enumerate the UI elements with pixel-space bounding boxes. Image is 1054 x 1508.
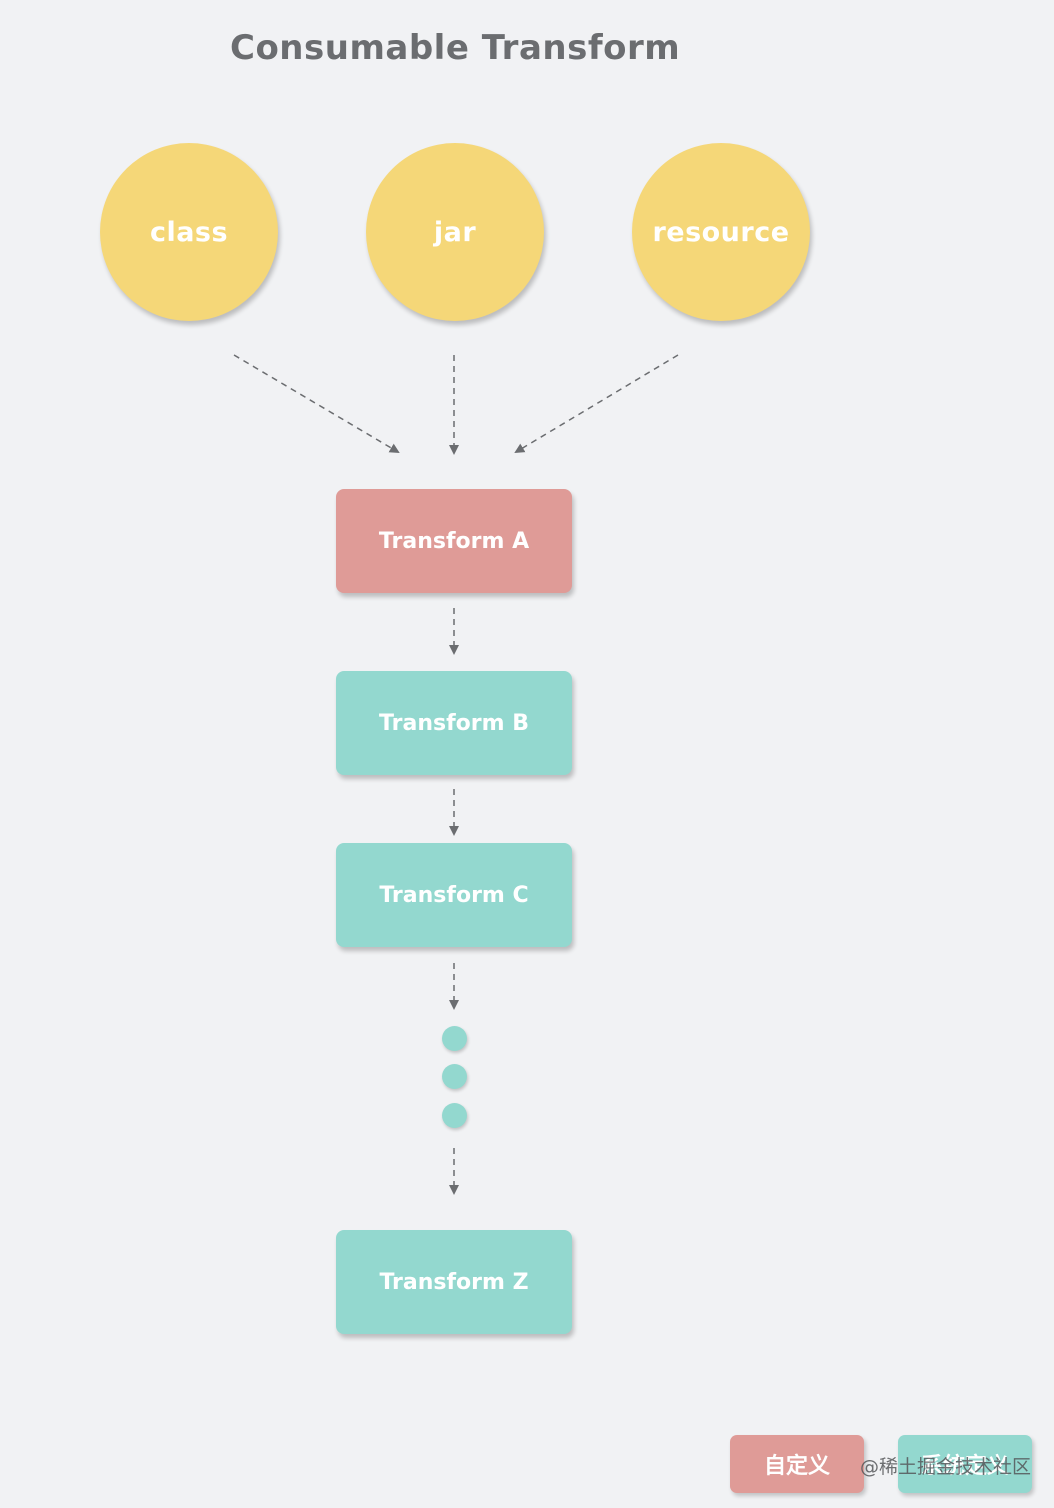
arrow-resource-to-a [514, 354, 679, 454]
legend-custom-chip: 自定义 [730, 1435, 864, 1493]
input-class-circle: class [100, 143, 278, 321]
ellipsis-dot [442, 1026, 467, 1051]
transform-c-box: Transform C [336, 843, 572, 947]
transform-b-box: Transform B [336, 671, 572, 775]
arrow-class-to-a [233, 354, 400, 454]
transform-a-box: Transform A [336, 489, 572, 593]
input-resource-circle: resource [632, 143, 810, 321]
transform-z-box: Transform Z [336, 1230, 572, 1334]
input-jar-circle: jar [366, 143, 544, 321]
ellipsis-dot [442, 1103, 467, 1128]
legend-system-chip: 系统定义 [898, 1435, 1032, 1493]
diagram-title: Consumable Transform [230, 28, 681, 68]
watermark-text: @稀土掘金技术社区 [860, 1456, 1032, 1478]
ellipsis-dot [442, 1064, 467, 1089]
